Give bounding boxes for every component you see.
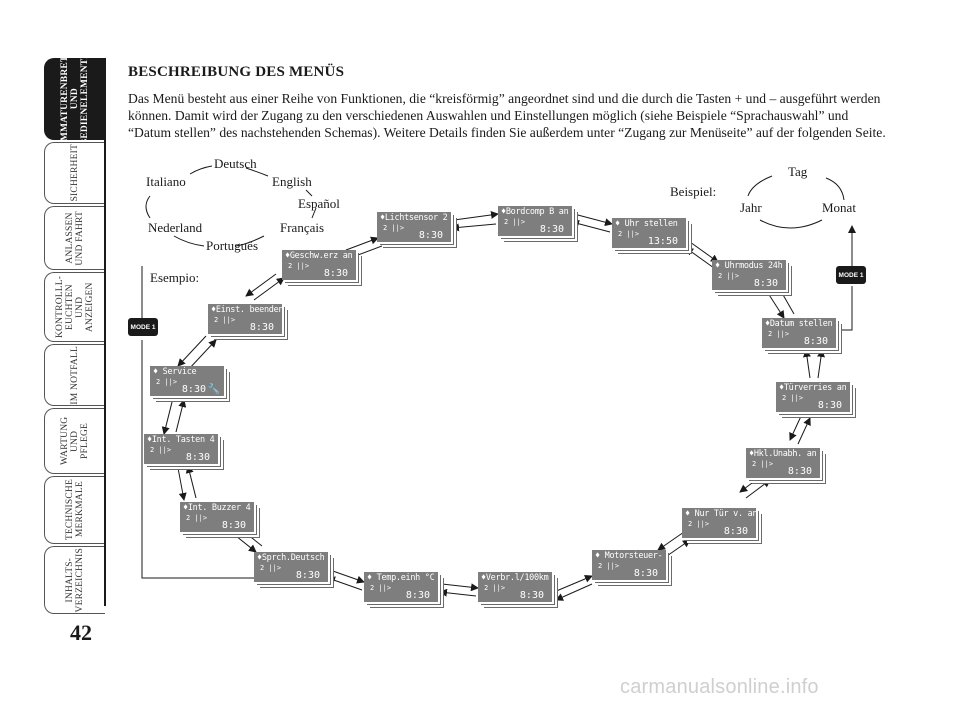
lcd-time: 8:30 [181,384,206,395]
lcd-time: 8:30 [418,230,443,241]
lcd-time: 8:30 [539,224,564,235]
lang-italiano: Italiano [146,174,186,189]
lcd-symbol: 2 ||> [288,262,310,270]
lcd-symbol: 2 ||> [718,272,740,280]
lcd-text: ♦ Service [153,367,197,377]
beispiel-label: Beispiel: [670,184,717,199]
lcd-text: ♦ Motorsteuer- [595,551,663,561]
lcd-text: ♦Int. Buzzer 4 [183,503,251,513]
lcd-text: ♦Datum stellen [765,319,833,329]
lcd-symbol: 2 ||> [186,514,208,522]
lcd-symbol: 2 ||> [688,520,710,528]
lcd-text: ♦Türverries an [779,383,847,393]
lcd-symbol: 2 ||> [618,230,640,238]
tab-armaturenbrett[interactable]: AMMATURENBRETT UND BEDIENELEMENTE [44,49,105,149]
tab-notfall[interactable]: IM NOTFALL [44,344,105,406]
date-monat: Monat [822,200,856,215]
lcd-motorsteuer: ♦ Motorsteuer-2 ||> 8:30 [592,550,666,580]
lcd-time: 8:30 [221,520,246,531]
lcd-text: ♦ Uhrmodus 24h [715,261,783,271]
lcd-text: ♦ Nur Tür v. an [685,509,758,519]
lang-nederland: Nederland [148,220,203,235]
lcd-symbol: 2 ||> [156,378,178,386]
lang-francais: Français [280,220,325,235]
lcd-time: 8:30 [633,568,658,579]
mode-1-button-left[interactable]: MODE 1 [128,318,158,336]
lcd-text: ♦Verbr.l/100km [481,573,549,583]
lcd-symbol: 2 ||> [782,394,804,402]
lcd-symbol: 2 ||> [598,562,620,570]
lang-deutsch: Deutsch [214,156,257,171]
lcd-time: 8:30 [405,590,430,601]
lcd-time: 8:30 [723,526,748,537]
lcd-symbol: 2 ||> [370,584,392,592]
lcd-text: ♦Bordcomp B an [501,207,569,217]
lcd-time: 8:30 [787,466,812,477]
lcd-time: 8:30 [249,322,274,333]
lcd-time: 8:30 [803,336,828,347]
lcd-symbol: 2 ||> [484,584,506,592]
lcd-symbol: 2 ||> [752,460,774,468]
date-jahr: Jahr [740,200,762,215]
lcd-time: 8:30 [753,278,778,289]
mode-1-button-right[interactable]: MODE 1 [836,266,866,284]
esempio-label: Esempio: [150,270,200,285]
lcd-time: 8:30 [323,268,348,279]
tab-divider [104,58,106,606]
tab-kontrollleuchten[interactable]: KONTROLLL- EUCHTEN UND ANZEIGEN [44,272,105,342]
lcd-symbol: 2 ||> [150,446,172,454]
lcd-time: 8:30 [519,590,544,601]
lcd-symbol: 2 ||> [504,218,526,226]
lcd-symbol: 2 ||> [260,564,282,572]
lcd-text: ♦Hkl.Unabh. an [749,449,817,459]
lcd-text: ♦Einst. beenden [211,305,284,315]
lcd-symbol: 2 ||> [383,224,405,232]
section-heading: BESCHREIBUNG DES MENÜS [128,64,345,80]
watermark: carmanualsonline.info [620,676,819,698]
tab-wartung[interactable]: WARTUNG UND PFLEGE [44,408,105,474]
tab-anlassen[interactable]: ANLASSEN UND FAHRT [44,206,105,270]
wrench-icon: 🔧 [207,384,220,395]
lcd-time: 13:50 [647,236,678,247]
intro-paragraph: Das Menü besteht aus einer Reihe von Fun… [128,91,886,140]
lcd-symbol: 2 ||> [768,330,790,338]
lang-portugues: Português [206,238,258,253]
lcd-time: 8:30 [817,400,842,411]
lcd-text: ♦Lichtsensor 2 [380,213,448,223]
tab-sicherheit[interactable]: SICHERHEIT [44,142,105,204]
date-tag: Tag [788,164,808,179]
lcd-text: ♦ Temp.einh °C [367,573,435,583]
lcd-time: 8:30 [295,570,320,581]
lang-english: English [272,174,312,189]
lcd-text: ♦ Uhr stellen [615,219,678,229]
lang-espanol: Español [298,196,340,211]
lcd-symbol: 2 ||> [214,316,236,324]
page-number: 42 [70,620,92,645]
tab-inhaltsverzeichnis[interactable]: INHALTS- VERZEICHNIS [44,546,105,614]
tab-technische-merkmale[interactable]: TECHNISCHE MERKMALE [44,476,105,544]
lcd-text: ♦Geschw.erz an [285,251,353,261]
lcd-text: ♦Sprch.Deutsch [257,553,325,563]
lcd-time: 8:30 [185,452,210,463]
lcd-text: ♦Int. Tasten 4 [147,435,215,445]
